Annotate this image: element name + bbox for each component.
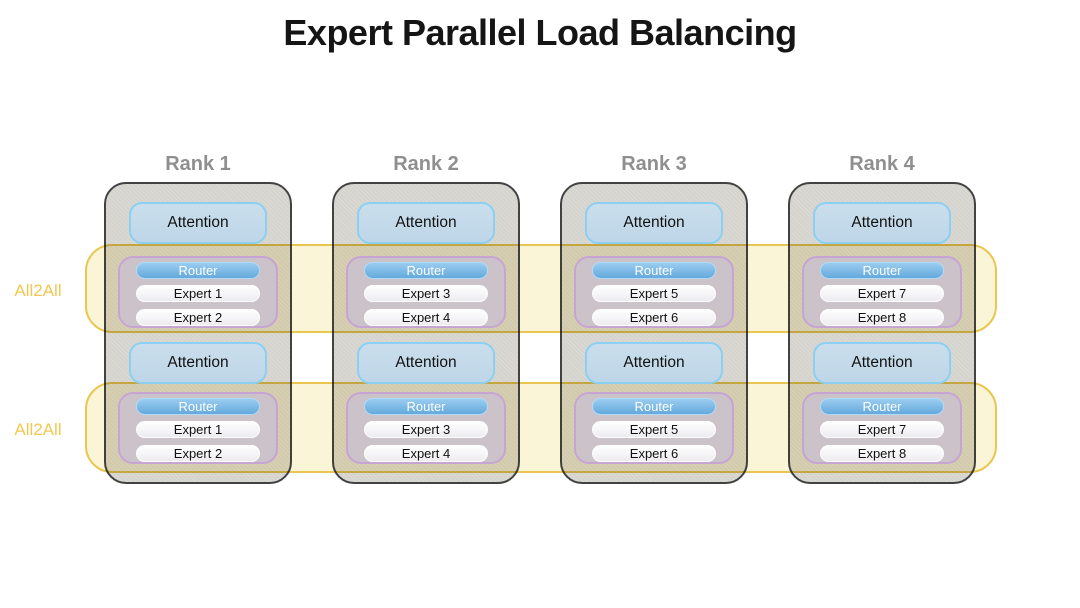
expert-pill: Expert 3 [364,285,488,302]
rank-label: Rank 1 [165,153,231,175]
attention-block: Attention [357,342,495,384]
attention-block: Attention [813,202,951,244]
attention-block: Attention [585,202,723,244]
attention-block: Attention [129,202,267,244]
expert-pill: Expert 6 [592,445,716,462]
expert-pill: Expert 1 [136,421,260,438]
attention-block: Attention [585,342,723,384]
all2all-label-2: All2All [14,420,62,439]
router-pill: Router [592,398,716,415]
router-pill: Router [136,262,260,279]
expert-pill: Expert 7 [820,285,944,302]
diagram-title: Expert Parallel Load Balancing [283,12,797,53]
expert-pill: Expert 4 [364,445,488,462]
expert-pill: Expert 6 [592,309,716,326]
expert-pill: Expert 2 [136,309,260,326]
router-pill: Router [364,398,488,415]
router-pill: Router [592,262,716,279]
router-pill: Router [820,398,944,415]
expert-pill: Expert 8 [820,445,944,462]
router-pill: Router [364,262,488,279]
rank-label: Rank 2 [393,153,459,175]
expert-pill: Expert 3 [364,421,488,438]
expert-pill: Expert 5 [592,421,716,438]
rank-label: Rank 4 [849,153,915,175]
expert-pill: Expert 1 [136,285,260,302]
expert-pill: Expert 5 [592,285,716,302]
expert-pill: Expert 7 [820,421,944,438]
expert-pill: Expert 2 [136,445,260,462]
attention-block: Attention [813,342,951,384]
expert-pill: Expert 8 [820,309,944,326]
router-pill: Router [820,262,944,279]
all2all-label-1: All2All [14,281,62,300]
attention-block: Attention [129,342,267,384]
attention-block: Attention [357,202,495,244]
rank-label: Rank 3 [621,153,687,175]
router-pill: Router [136,398,260,415]
expert-pill: Expert 4 [364,309,488,326]
